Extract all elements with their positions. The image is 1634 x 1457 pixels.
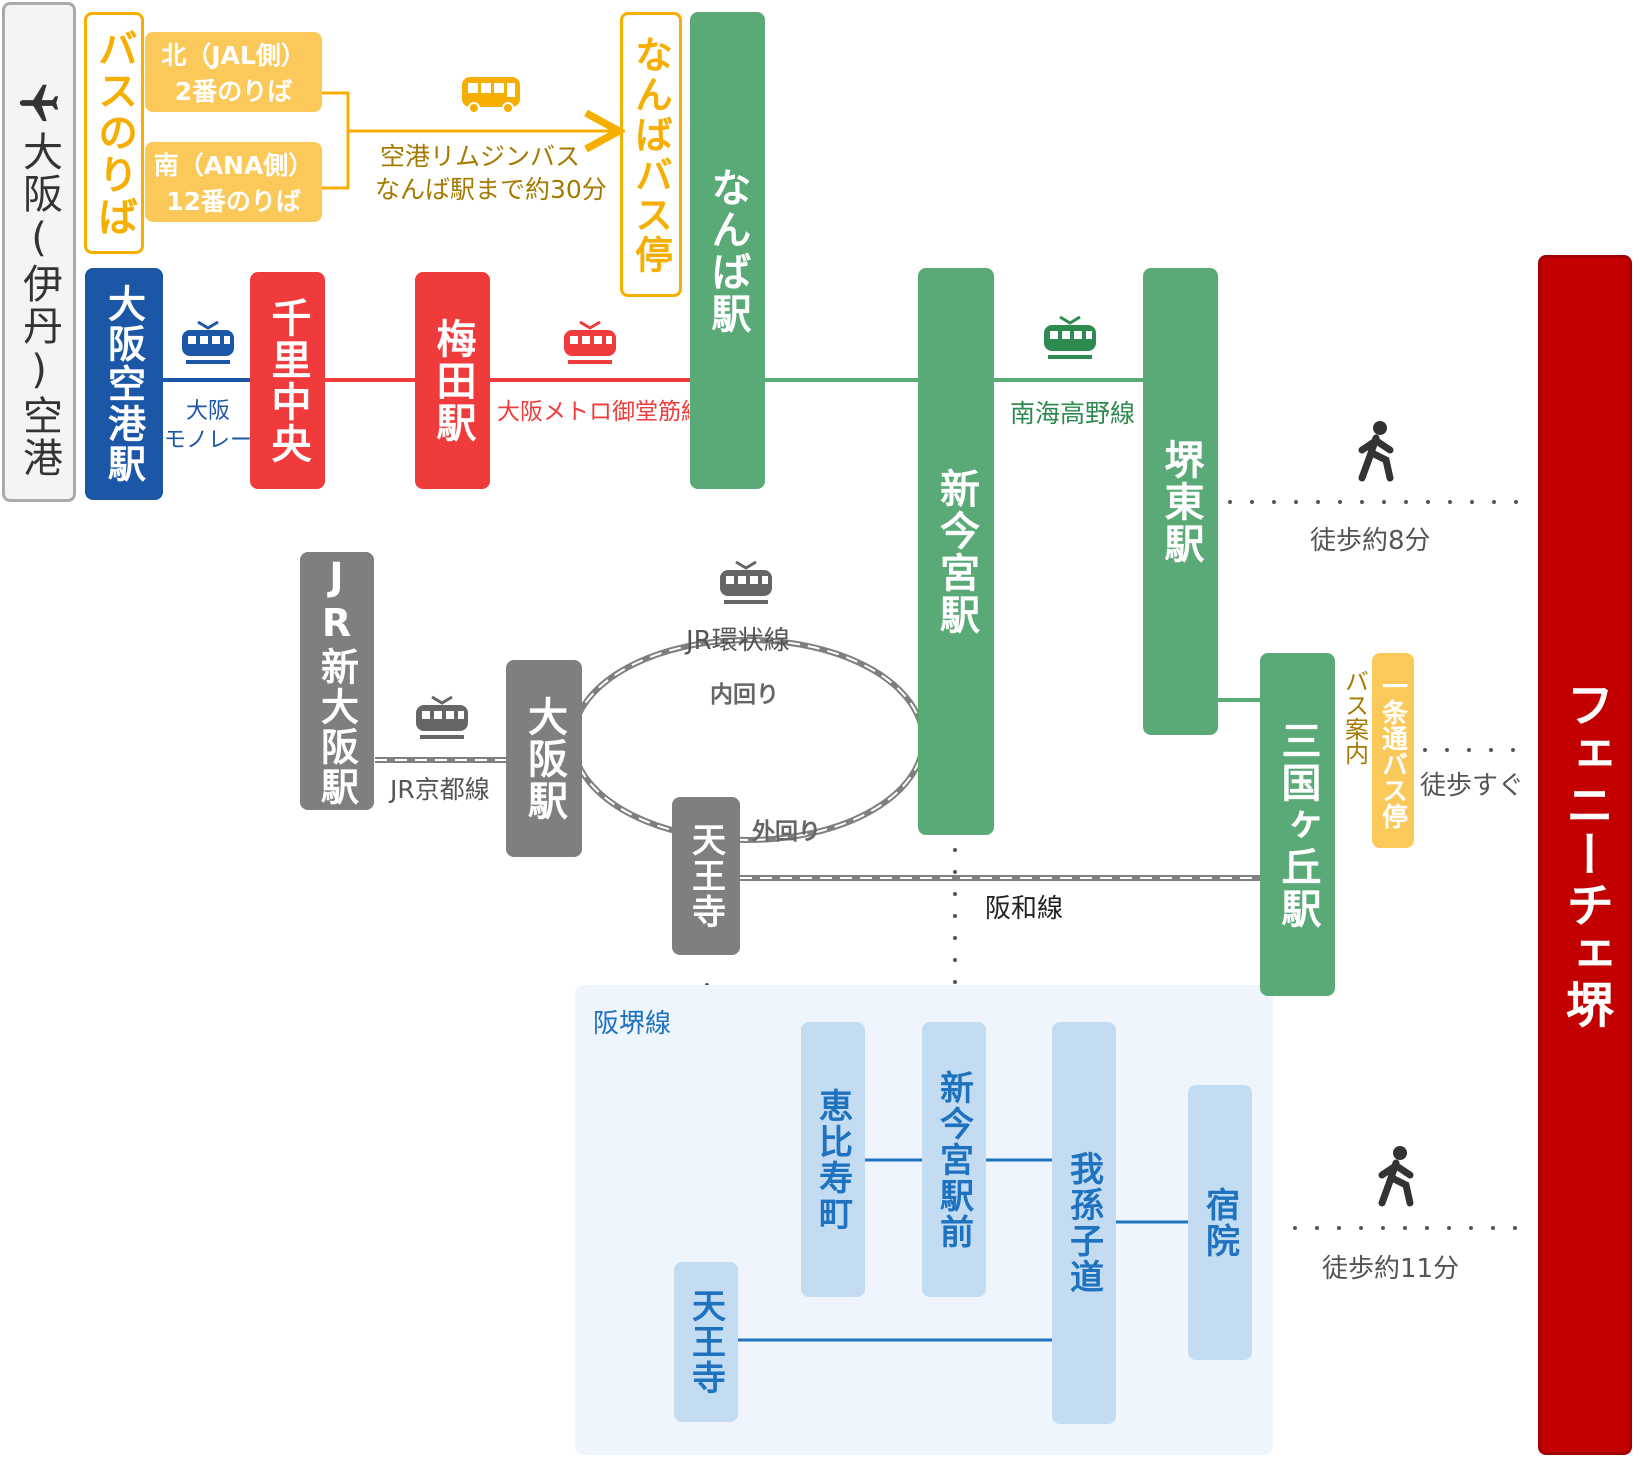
north-line1: 北（JAL側） bbox=[161, 41, 306, 70]
south-line1: 南（ANA側） bbox=[153, 151, 314, 180]
jr-kyoto-line-label: JR京都線 bbox=[390, 775, 490, 804]
shin-imamiya-ekimae-stop: 新今宮駅前 bbox=[922, 1022, 986, 1297]
phoenix-sakai-destination: フェニーチェ堺 bbox=[1538, 255, 1632, 1455]
bus-route-time: なんば駅まで約30分 bbox=[375, 175, 607, 204]
sakai-higashi-station: 堺東駅 bbox=[1143, 268, 1218, 735]
hankai-tennoji-stop: 天王寺 bbox=[674, 1262, 738, 1422]
ebisucho-stop: 恵比寿町 bbox=[801, 1022, 865, 1297]
osaka-station: 大阪駅 bbox=[506, 660, 582, 857]
walk-bus-stop-label: 徒歩すぐ bbox=[1420, 771, 1525, 801]
bus-stop-north: 北（JAL側） 2番のりば bbox=[145, 32, 322, 112]
airport-label: 大阪(伊丹)空港 bbox=[16, 131, 62, 479]
bus-guide-label: バス案内 bbox=[1340, 669, 1369, 765]
senri-chuo-station: 千里中央 bbox=[250, 272, 325, 489]
bus-branch-north bbox=[322, 91, 350, 190]
north-line2: 2番のりば bbox=[174, 77, 293, 106]
hankai-line-label: 阪堺線 bbox=[593, 1009, 672, 1039]
nankai-koya-line-label: 南海高野線 bbox=[1010, 399, 1136, 428]
airport-box: 大阪(伊丹)空港 bbox=[2, 2, 76, 502]
umeda-station: 梅田駅 bbox=[415, 272, 490, 489]
hanwa-line-label: 阪和線 bbox=[985, 894, 1064, 924]
metro-train-icon bbox=[564, 320, 616, 364]
mikunigaoka-station: 三国ヶ丘駅 bbox=[1260, 653, 1335, 996]
jr-loop-train-icon bbox=[720, 560, 772, 604]
osaka-airport-station: 大阪空港駅 bbox=[85, 268, 163, 500]
outer-loop-label: 外回り bbox=[752, 819, 821, 845]
shukuin-stop: 宿院 bbox=[1188, 1085, 1252, 1360]
jr-kyoto-train-icon bbox=[416, 695, 468, 739]
namba-station: なんば駅 bbox=[690, 12, 765, 489]
jr-loop-line bbox=[570, 637, 926, 843]
inner-loop-label: 内回り bbox=[710, 682, 779, 708]
ichijo-dori-bus-stop: 一条通バス停 bbox=[1372, 653, 1414, 848]
tennoji-station: 天王寺 bbox=[672, 797, 740, 955]
bus-stop-box: バスのりば bbox=[84, 12, 144, 254]
walk-shukuin-label: 徒歩約11分 bbox=[1322, 1254, 1460, 1284]
shin-imamiya-station: 新今宮駅 bbox=[918, 268, 994, 835]
jr-shin-osaka-station: JR新大阪駅 bbox=[300, 552, 374, 810]
namba-bus-stop: なんばバス停 bbox=[620, 12, 682, 297]
jr-loop-line-label: JR環状線 bbox=[686, 626, 790, 656]
walking-person-icon bbox=[1358, 421, 1394, 482]
monorail-label-1: 大阪 bbox=[186, 399, 231, 424]
monorail-train-icon bbox=[182, 320, 234, 364]
midosuji-line-label: 大阪メトロ御堂筋線 bbox=[497, 399, 704, 425]
south-line2: 12番のりば bbox=[166, 187, 301, 216]
walking-person-icon bbox=[1378, 1146, 1414, 1207]
abikomichi-stop: 我孫子道 bbox=[1052, 1022, 1116, 1424]
walk-sakai-higashi-label: 徒歩約8分 bbox=[1310, 526, 1431, 556]
airplane-icon bbox=[19, 84, 59, 122]
bus-route-label: 空港リムジンバス bbox=[380, 142, 581, 171]
bus-stop-south: 南（ANA側） 12番のりば bbox=[145, 142, 322, 222]
bus-icon bbox=[462, 77, 520, 114]
nankai-train-icon bbox=[1044, 315, 1096, 359]
